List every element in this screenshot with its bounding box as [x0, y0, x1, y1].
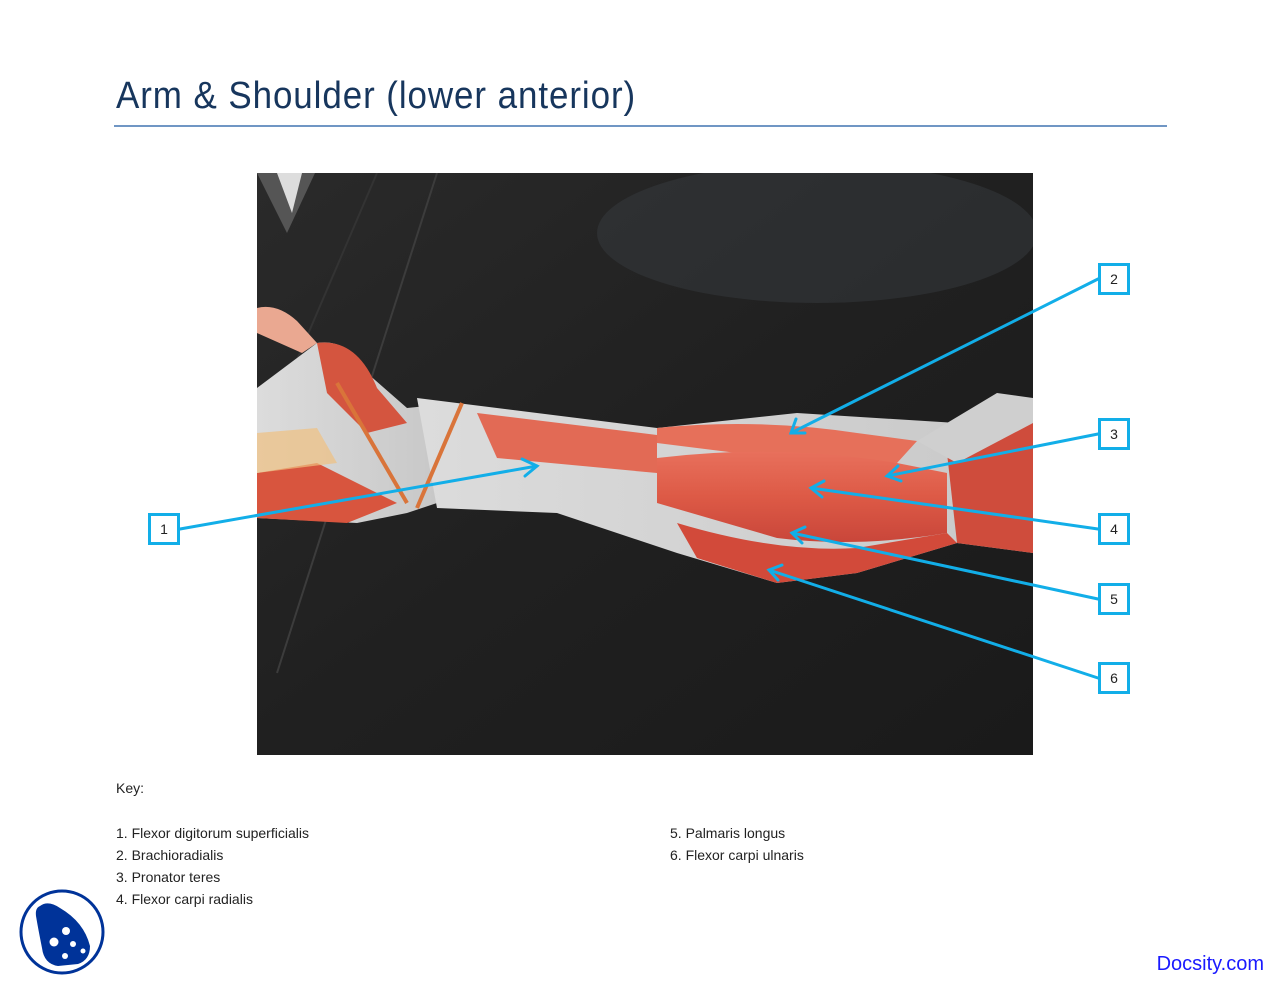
callout-3: 3	[1098, 418, 1130, 450]
docsity-link[interactable]: Docsity.com	[1156, 953, 1264, 975]
key-item-3: 3. Pronator teres	[116, 869, 221, 885]
callout-5: 5	[1098, 583, 1130, 615]
callout-2: 2	[1098, 263, 1130, 295]
key-heading: Key:	[116, 780, 145, 796]
callout-4: 4	[1098, 513, 1130, 545]
docsity-logo-icon	[18, 888, 106, 976]
key-item-2: 2. Brachioradialis	[116, 847, 224, 863]
callout-1: 1	[148, 513, 180, 545]
anatomy-photo	[257, 173, 1033, 755]
slide-title: Arm & Shoulder (lower anterior)	[116, 75, 637, 117]
key-left-column: 1. Flexor digitorum superficialis 2. Bra…	[116, 822, 309, 910]
key-item-5: 5. Palmaris longus	[670, 825, 786, 841]
title-divider	[114, 125, 1167, 127]
key-item-6: 6. Flexor carpi ulnaris	[670, 847, 804, 863]
key-right-column: 5. Palmaris longus 6. Flexor carpi ulnar…	[670, 822, 804, 866]
callout-6: 6	[1098, 662, 1130, 694]
key-item-4: 4. Flexor carpi radialis	[116, 891, 253, 907]
key-item-1: 1. Flexor digitorum superficialis	[116, 825, 309, 841]
